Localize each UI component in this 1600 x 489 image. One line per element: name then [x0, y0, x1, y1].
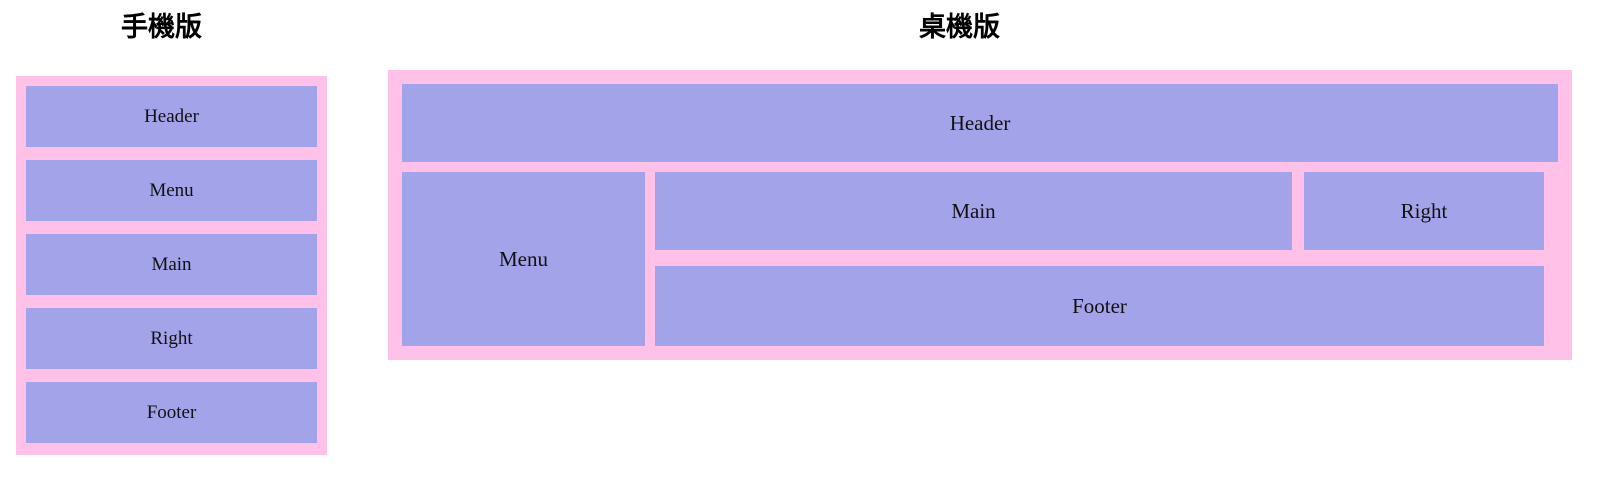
mobile-block-menu: Menu [26, 160, 317, 221]
desktop-title: 桌機版 [919, 12, 1000, 43]
desktop-block-footer: Footer [655, 266, 1544, 346]
mobile-layout-frame: Header Menu Main Right Footer [16, 76, 327, 455]
mobile-block-footer: Footer [26, 382, 317, 443]
mobile-block-header: Header [26, 86, 317, 147]
mobile-title: 手機版 [121, 12, 202, 43]
desktop-layout-frame: Header Menu Main Right Footer [388, 70, 1572, 360]
desktop-block-menu: Menu [402, 172, 645, 346]
desktop-block-main: Main [655, 172, 1292, 250]
mobile-block-main: Main [26, 234, 317, 295]
mobile-block-right: Right [26, 308, 317, 369]
desktop-block-header: Header [402, 84, 1558, 162]
desktop-block-right: Right [1304, 172, 1544, 250]
